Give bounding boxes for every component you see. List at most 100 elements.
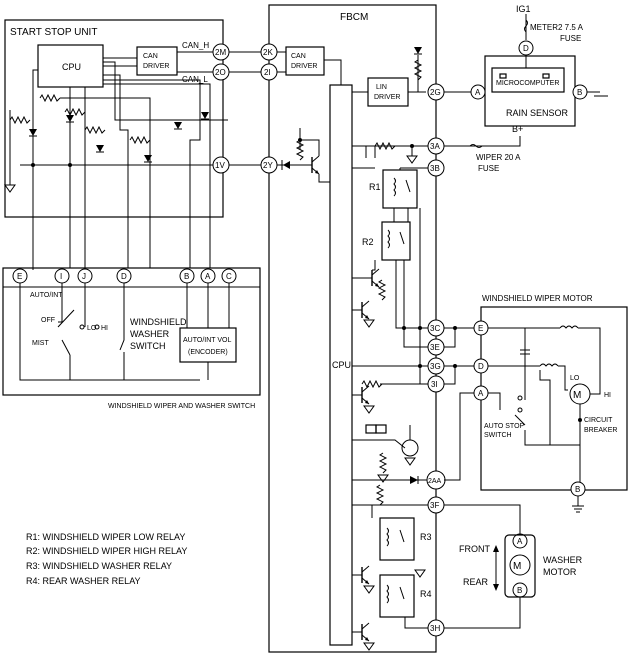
svg-text:3B: 3B — [430, 164, 440, 173]
terminal-3H: 3H — [427, 619, 445, 637]
fbcm-label: FBCM — [340, 12, 368, 23]
svg-text:1V: 1V — [215, 161, 225, 170]
terminal-sw-D: D — [116, 268, 132, 284]
svg-text:3F: 3F — [430, 501, 439, 510]
terminal-wm-A: A — [473, 385, 489, 401]
wiper-washer-switch-box — [2, 267, 261, 396]
relay-r1-label: R1 — [369, 182, 381, 192]
motor-icon: M — [569, 383, 591, 405]
terminal-3E: 3E — [427, 338, 445, 356]
svg-text:B: B — [575, 485, 580, 494]
svg-text:A: A — [205, 272, 211, 281]
terminal-sw-I: I — [54, 268, 70, 284]
microcomputer-box — [491, 67, 565, 93]
svg-text:D: D — [478, 362, 484, 371]
svg-text:3I: 3I — [431, 380, 438, 389]
lin-driver — [367, 77, 409, 107]
svg-text:3E: 3E — [430, 343, 440, 352]
ig1-label: IG1 — [516, 4, 531, 14]
transistor-icon — [304, 155, 320, 175]
terminal-wa-B: B — [512, 582, 528, 598]
svg-text:WIPER 20 A: WIPER 20 A — [476, 153, 521, 162]
svg-text:B: B — [577, 88, 582, 97]
switch-caption: WINDSHIELD WIPER AND WASHER SWITCH — [108, 403, 255, 410]
terminal-sw-B: B — [179, 268, 195, 284]
relay-r1 — [382, 169, 418, 209]
washer-switch-label: WINDSHIELD — [130, 317, 187, 327]
svg-text:AUTO/INT VOL: AUTO/INT VOL — [183, 337, 231, 344]
coil-icon — [393, 177, 396, 197]
relay-r3 — [379, 517, 415, 561]
terminal-rs-A: A — [470, 84, 486, 100]
svg-text:D: D — [121, 272, 127, 281]
terminal-3G: 3G — [427, 357, 445, 375]
svg-text:BREAKER: BREAKER — [584, 427, 617, 434]
terminal-sw-J: J — [77, 268, 93, 284]
terminal-sw-C: C — [221, 268, 237, 284]
svg-text:LO: LO — [87, 325, 97, 332]
svg-text:A: A — [517, 537, 523, 546]
svg-text:CAN: CAN — [291, 53, 306, 60]
terminal-2K: 2K — [260, 43, 278, 61]
coil-icon — [559, 325, 579, 329]
svg-text:DRIVER: DRIVER — [374, 94, 400, 101]
terminal-2I: 2I — [260, 63, 278, 81]
cpu-label: CPU — [62, 62, 81, 72]
svg-text:J: J — [82, 272, 86, 281]
relay-r2 — [381, 221, 411, 261]
legend-r2: R2: WINDSHIELD WIPER HIGH RELAY — [26, 546, 187, 556]
svg-text:MIST: MIST — [32, 340, 49, 347]
terminal-3I: 3I — [427, 375, 445, 393]
svg-text:REAR: REAR — [463, 577, 489, 587]
svg-text:2O: 2O — [215, 68, 226, 77]
svg-text:2G: 2G — [430, 88, 441, 97]
svg-text:C: C — [226, 272, 232, 281]
svg-text:FUSE: FUSE — [560, 34, 581, 43]
can-driver-right — [285, 46, 325, 76]
svg-text:B: B — [184, 272, 189, 281]
svg-text:HI: HI — [101, 325, 108, 332]
svg-text:WASHER: WASHER — [130, 329, 170, 339]
relay-r4 — [379, 574, 415, 618]
terminal-3B: 3B — [427, 159, 445, 177]
svg-text:LO: LO — [570, 375, 580, 382]
can-driver-left — [136, 46, 178, 76]
svg-text:2Y: 2Y — [263, 161, 273, 170]
legend-r4: R4: REAR WASHER RELAY — [26, 576, 141, 586]
terminal-rs-B: B — [572, 84, 588, 100]
terminal-2AA: 2AA — [426, 470, 446, 490]
svg-text:E: E — [478, 324, 483, 333]
svg-text:2K: 2K — [263, 48, 273, 57]
svg-text:FUSE: FUSE — [478, 164, 499, 173]
svg-text:B: B — [517, 586, 522, 595]
start-stop-unit-box — [4, 19, 224, 218]
svg-text:M: M — [513, 561, 521, 572]
terminal-sw-A: A — [200, 268, 216, 284]
svg-text:CAN: CAN — [143, 53, 158, 60]
svg-text:3G: 3G — [430, 362, 441, 371]
svg-text:SWITCH: SWITCH — [130, 341, 166, 351]
svg-text:(ENCODER): (ENCODER) — [188, 349, 228, 356]
terminal-2O: 2O — [212, 63, 230, 81]
svg-text:OFF: OFF — [41, 317, 55, 324]
diode-icon — [28, 128, 38, 137]
svg-text:2M: 2M — [215, 48, 226, 57]
fbcm-cpu-label: CPU — [332, 360, 351, 370]
terminal-wm-D: D — [473, 358, 489, 374]
svg-text:A: A — [475, 88, 481, 97]
svg-text:CIRCUIT: CIRCUIT — [584, 417, 613, 424]
legend-r1: R1: WINDSHIELD WIPER LOW RELAY — [26, 532, 185, 542]
svg-text:2I: 2I — [264, 68, 271, 77]
terminal-2G: 2G — [427, 83, 445, 101]
can-h-label: CAN_H — [182, 41, 209, 50]
svg-text:D: D — [523, 44, 529, 53]
svg-text:DRIVER: DRIVER — [291, 63, 317, 70]
rain-sensor-label: RAIN SENSOR — [506, 108, 569, 118]
svg-text:FRONT: FRONT — [459, 544, 490, 554]
ground-icon — [4, 184, 16, 193]
motor-icon: M — [509, 554, 531, 576]
terminal-wm-B: B — [570, 481, 586, 497]
svg-text:MICROCOMPUTER: MICROCOMPUTER — [496, 80, 559, 87]
terminal-3F: 3F — [427, 496, 445, 514]
